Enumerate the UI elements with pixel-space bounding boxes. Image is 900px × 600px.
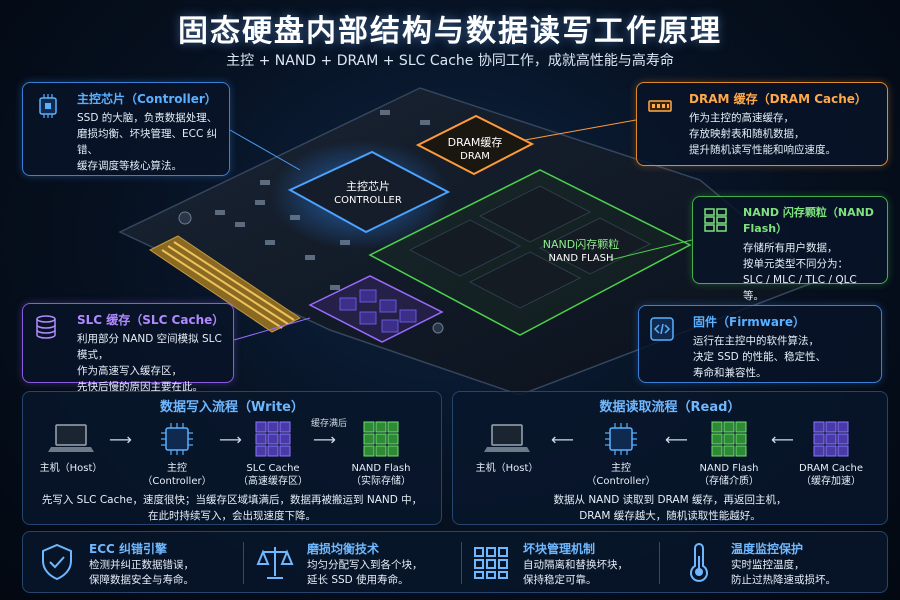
- read-flow-panel: 数据读取流程（Read） 主机（Host） ⟵ 主控 （Controller） …: [452, 391, 888, 525]
- read-node-host-label: 主机（Host）: [475, 463, 539, 474]
- feature-ecc-title: ECC 纠错引擎: [89, 542, 167, 556]
- memory-icon: [648, 100, 672, 112]
- page-title: 固态硬盘内部结构与数据读写工作原理: [178, 14, 722, 49]
- write-flow-description: 先写入 SLC Cache，速度很快；当缓存区域填满后，数据再被搬运到 NAND…: [41, 494, 423, 522]
- dram-callout-body: 作为主控的高速缓存， 存放映射表和随机数据， 提升随机读写性能和响应速度。: [689, 112, 836, 156]
- feature-ecc: ECC 纠错引擎 检测并纠正数据错误， 保障数据安全与寿命。: [37, 538, 237, 588]
- read-node-nand: NAND Flash （存储介质）: [685, 418, 773, 488]
- feature-divider: [461, 542, 462, 584]
- read-node-dram: DRAM Cache （缓存加速）: [787, 418, 875, 488]
- write-node-nand-sub: （实际存储）: [351, 476, 411, 487]
- nand-chip-label-cn: NAND闪存颗粒: [542, 238, 620, 251]
- read-arrow-2: ⟵: [665, 430, 688, 449]
- write-node-nand: NAND Flash （实际存储）: [337, 418, 425, 488]
- nand-chip-label-en: NAND FLASH: [548, 253, 614, 264]
- chip-icon: [161, 423, 193, 455]
- feature-bad-block: 坏块管理机制 自动隔离和替换坏块， 保持稳定可靠。: [471, 538, 671, 588]
- feature-temperature: 温度监控保护 实时监控温度， 防止过热降速或损坏。: [679, 538, 879, 588]
- block-grid-icon: [474, 547, 508, 579]
- chip-icon: [605, 423, 637, 455]
- read-node-dram-sub: （缓存加速）: [801, 476, 861, 487]
- grid-icon: [704, 208, 727, 232]
- database-icon: [36, 315, 56, 339]
- shield-icon: [42, 543, 72, 581]
- write-arrow-2: ⟶: [219, 430, 242, 449]
- read-node-controller-sub: （Controller）: [586, 476, 656, 487]
- feature-wear-title: 磨损均衡技术: [307, 542, 380, 556]
- page-subtitle: 主控 + NAND + DRAM + SLC Cache 协同工作，成就高性能与…: [226, 53, 674, 69]
- dram-chip-label: DRAM缓存 DRAM: [440, 136, 510, 164]
- feature-ecc-desc: 检测并纠正数据错误， 保障数据安全与寿命。: [89, 559, 194, 586]
- firmware-callout-title: 固件（Firmware）: [693, 315, 805, 329]
- dram-chip-label-en: DRAM: [460, 151, 490, 162]
- slc-callout-body: 利用部分 NAND 空间模拟 SLC 模式， 作为高速写入缓存区， 先快后慢的原…: [77, 333, 222, 393]
- slc-callout-title: SLC 缓存（SLC Cache）: [77, 313, 225, 327]
- controller-callout: 主控芯片（Controller） SSD 的大脑，负责数据处理、 磨损均衡、坏块…: [22, 82, 230, 176]
- write-arrow-note: 缓存满后: [311, 419, 348, 429]
- read-flow-description: 数据从 NAND 读取到 DRAM 缓存，再返回主机， DRAM 缓存越大，随机…: [553, 494, 787, 522]
- read-node-host: 主机（Host）: [463, 418, 551, 475]
- write-flow-panel: 数据写入流程（Write） 主机（Host） ⟶ 主控 （Controller）…: [22, 391, 442, 525]
- feature-wear-desc: 均匀分配写入到各个块， 延长 SSD 使用寿命。: [307, 559, 423, 586]
- nand-chip-label: NAND闪存颗粒 NAND FLASH: [526, 238, 636, 266]
- nand-cells-icon: [363, 421, 399, 457]
- dram-callout-title: DRAM 缓存（DRAM Cache）: [689, 92, 867, 106]
- feature-divider: [659, 542, 660, 584]
- slc-cells-icon: [255, 421, 291, 457]
- feature-bad-block-desc: 自动隔离和替换坏块， 保持稳定可靠。: [523, 559, 628, 586]
- write-node-host-label: 主机（Host）: [39, 463, 103, 474]
- nand-callout: NAND 闪存颗粒（NAND Flash） 存储所有用户数据， 按单元类型不同分…: [692, 196, 888, 302]
- feature-temperature-title: 温度监控保护: [731, 542, 804, 556]
- controller-chip-label: 主控芯片 CONTROLLER: [318, 180, 418, 208]
- write-node-slc: SLC Cache （高速缓存区）: [229, 418, 317, 488]
- code-icon: [650, 317, 674, 341]
- write-node-nand-label: NAND Flash: [351, 463, 411, 474]
- write-node-slc-label: SLC Cache: [246, 463, 300, 474]
- read-arrow-1: ⟵: [551, 430, 574, 449]
- thermometer-icon: [690, 543, 708, 582]
- dram-callout: DRAM 缓存（DRAM Cache） 作为主控的高速缓存， 存放映射表和随机数…: [636, 82, 888, 166]
- controller-chip-label-en: CONTROLLER: [334, 195, 402, 206]
- read-arrow-3: ⟵: [771, 430, 794, 449]
- write-node-controller-label: 主控: [167, 463, 187, 474]
- firmware-callout-body: 运行在主控中的软件算法， 决定 SSD 的性能、稳定性、 寿命和兼容性。: [693, 335, 827, 379]
- write-node-slc-sub: （高速缓存区）: [238, 476, 308, 487]
- feature-bad-block-title: 坏块管理机制: [523, 542, 596, 556]
- read-node-controller: 主控 （Controller）: [577, 418, 665, 488]
- slc-cache-region: [308, 275, 444, 343]
- read-flow-title: 数据读取流程（Read）: [599, 400, 741, 415]
- feature-divider: [243, 542, 244, 584]
- read-node-nand-sub: （存储介质）: [699, 476, 759, 487]
- nand-cells-icon: [711, 421, 747, 457]
- nand-callout-title: NAND 闪存颗粒（NAND Flash）: [743, 206, 874, 235]
- write-node-controller: 主控 （Controller）: [133, 418, 221, 488]
- dram-chip-label-cn: DRAM缓存: [447, 136, 503, 149]
- read-node-controller-label: 主控: [611, 463, 631, 474]
- slc-callout: SLC 缓存（SLC Cache） 利用部分 NAND 空间模拟 SLC 模式，…: [22, 303, 234, 393]
- write-flow-title: 数据写入流程（Write）: [159, 400, 304, 415]
- feature-wear-leveling: 磨损均衡技术 均匀分配写入到各个块， 延长 SSD 使用寿命。: [255, 538, 455, 588]
- write-arrow-1: ⟶: [109, 430, 132, 449]
- write-node-host: 主机（Host）: [27, 418, 115, 475]
- write-node-controller-sub: （Controller）: [142, 476, 212, 487]
- slc-cells: [339, 289, 417, 333]
- feature-temperature-desc: 实时监控温度， 防止过热降速或损坏。: [731, 559, 836, 586]
- controller-chip-label-cn: 主控芯片: [346, 180, 390, 193]
- laptop-icon: [484, 424, 530, 452]
- controller-callout-title: 主控芯片（Controller）: [77, 92, 217, 106]
- write-arrow-3: ⟶: [313, 430, 336, 449]
- laptop-icon: [48, 424, 94, 452]
- read-node-nand-label: NAND Flash: [699, 463, 759, 474]
- nand-callout-body: 存储所有用户数据， 按单元类型不同分为： SLC / MLC / TLC / Q…: [743, 242, 857, 302]
- balance-scale-icon: [256, 547, 294, 579]
- controller-callout-body: SSD 的大脑，负责数据处理、 磨损均衡、坏块管理、ECC 纠错、 缓存调度等核…: [77, 112, 218, 172]
- read-node-dram-label: DRAM Cache: [799, 463, 863, 474]
- dram-cells-icon: [813, 421, 849, 457]
- firmware-callout: 固件（Firmware） 运行在主控中的软件算法， 决定 SSD 的性能、稳定性…: [638, 305, 882, 383]
- feature-bar: ECC 纠错引擎 检测并纠正数据错误， 保障数据安全与寿命。 磨损均衡技术 均匀…: [22, 531, 888, 593]
- chip-icon: [39, 94, 57, 118]
